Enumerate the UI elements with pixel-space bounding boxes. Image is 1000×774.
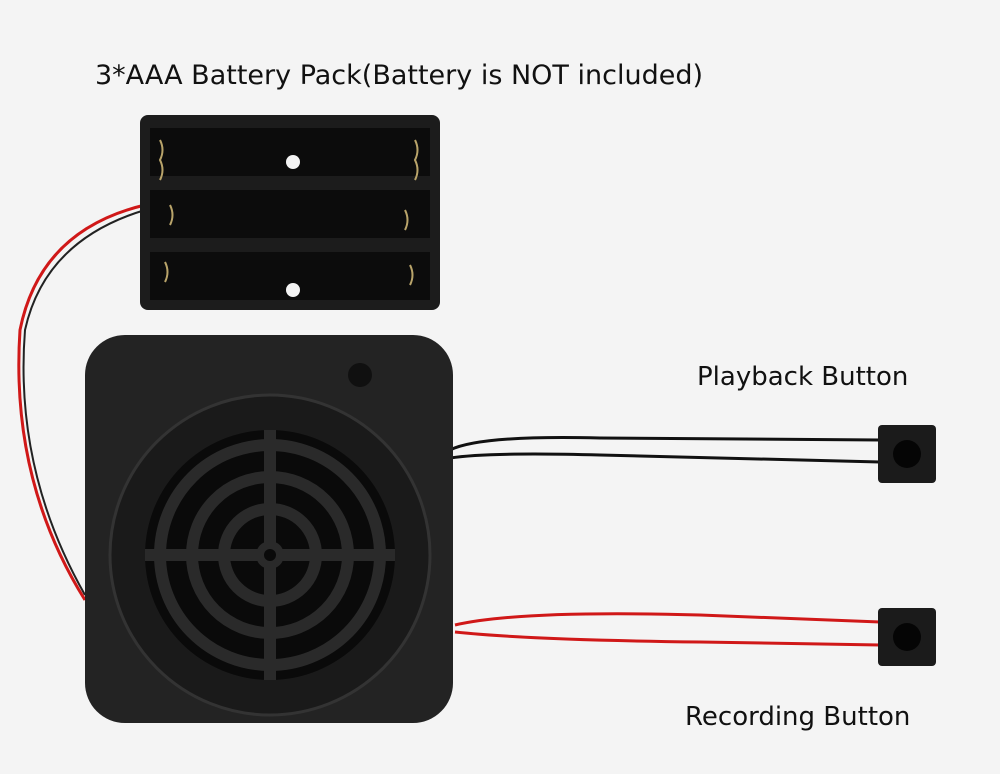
playback-wire-black-1: [449, 436, 881, 452]
recording-wire-red-1: [454, 612, 881, 627]
recording-button: [878, 608, 936, 666]
battery-pack: [140, 115, 440, 310]
playback-button: [878, 425, 936, 483]
playback-wire-black-2: [449, 452, 881, 464]
recording-button-label: Recording Button: [685, 702, 911, 732]
battery-red-wire: [17, 203, 146, 601]
recording-wire-red-2: [454, 630, 881, 647]
playback-button-label: Playback Button: [697, 362, 909, 392]
battery-pack-caption: 3*AAA Battery Pack(Battery is NOT includ…: [95, 60, 704, 91]
speaker-module: [85, 335, 453, 723]
battery-black-wire: [22, 209, 146, 596]
